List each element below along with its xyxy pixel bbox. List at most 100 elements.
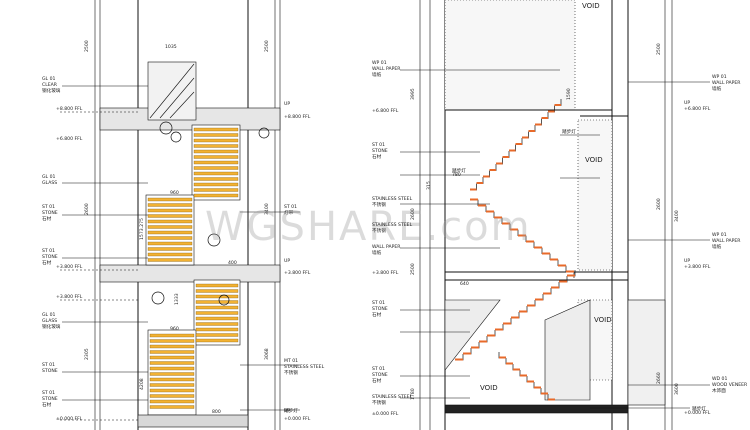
up-mark: UP bbox=[284, 408, 290, 414]
callout-cn: 墙纸 bbox=[372, 71, 382, 78]
stair-tread bbox=[147, 208, 193, 213]
level-mark: +8.800 FFL bbox=[284, 114, 311, 120]
callout-cn: 不锈钢 bbox=[372, 201, 386, 208]
level-mark: +6.800 FFL bbox=[372, 108, 399, 114]
callout-en: STONE bbox=[42, 368, 58, 374]
middle-flight-tread bbox=[486, 210, 494, 213]
left-dim-mid-2: 3400 bbox=[264, 203, 270, 215]
stair-tread bbox=[149, 361, 195, 365]
middle-flight-step bbox=[542, 253, 551, 260]
stair-tread bbox=[147, 197, 193, 202]
callout-en: STONE bbox=[372, 306, 388, 312]
middle-flight-step bbox=[558, 265, 567, 272]
upper-flight-tread bbox=[502, 156, 509, 158]
left-dim-low-3: 4208 bbox=[139, 378, 145, 390]
callout-tag: WP 01 bbox=[712, 232, 727, 238]
callout-tag: ST 01 bbox=[42, 390, 55, 396]
callout-cn: 石材 bbox=[42, 259, 52, 266]
left-dim-mid-3: 1573.275 bbox=[139, 218, 145, 240]
middle-flight-tread bbox=[510, 228, 518, 231]
level-mark: +3.800 FFL bbox=[684, 264, 711, 270]
stair-tread bbox=[149, 333, 195, 338]
upper-flight-tread bbox=[528, 130, 535, 132]
stair-tread bbox=[149, 339, 195, 343]
left-dim-small-2: 960 bbox=[170, 190, 179, 196]
level-mark: +3.800 FFL bbox=[56, 294, 83, 300]
callout-tag: ST 01 bbox=[42, 248, 55, 254]
stair-tread bbox=[193, 182, 239, 187]
upper-flight-tread bbox=[541, 117, 548, 119]
callout-cn: 木饰面 bbox=[712, 387, 726, 394]
stair-tread bbox=[193, 193, 239, 198]
upper-flight-tread bbox=[509, 149, 516, 152]
stair-tread bbox=[147, 230, 193, 235]
stair-tread bbox=[193, 160, 239, 165]
right-note: MT 01 bbox=[284, 358, 298, 364]
lower-flight-tread bbox=[519, 310, 527, 313]
stair-tread bbox=[195, 294, 239, 299]
callout-cn: 不锈钢 bbox=[372, 399, 386, 406]
stair-tread bbox=[193, 127, 239, 132]
stair-tread bbox=[147, 252, 193, 257]
callout-cn: 墙纸 bbox=[712, 243, 722, 250]
level-mark: +0.000 FFL bbox=[684, 410, 711, 416]
middle-flight-tread bbox=[518, 234, 526, 237]
base-flight-tread bbox=[499, 356, 506, 359]
callout-en: STAINLESS STEEL bbox=[372, 196, 413, 202]
middle-flight-tread bbox=[470, 198, 478, 201]
dim: 3995 bbox=[410, 88, 416, 100]
upper-flight-tread bbox=[483, 175, 490, 178]
lower-flight-tread bbox=[455, 358, 463, 361]
stair-tread bbox=[193, 149, 239, 154]
level-mark: +0.000 FFL bbox=[284, 416, 311, 422]
upper-flight-tread bbox=[496, 162, 503, 165]
small-dim: 780 bbox=[452, 172, 461, 178]
callout-en: WALL PAPER bbox=[712, 80, 741, 86]
stair-tread bbox=[193, 166, 239, 170]
base-flight-tread bbox=[506, 362, 513, 365]
lamp-label: 踏步灯 bbox=[562, 128, 576, 135]
callout-tag: WD 01 bbox=[712, 376, 727, 382]
right-note: 灯带 bbox=[284, 209, 294, 216]
stair-tread bbox=[195, 333, 239, 337]
callout-tag: ST 01 bbox=[372, 366, 385, 372]
middle-flight-tread bbox=[550, 258, 558, 261]
lower-flight-tread bbox=[495, 328, 503, 331]
callout-en: WOOD VENEER bbox=[712, 382, 748, 388]
lower-flight-tread bbox=[535, 298, 543, 301]
stair-tread bbox=[147, 258, 193, 262]
dim: 2500 bbox=[656, 43, 662, 55]
up-mark: UP bbox=[684, 258, 690, 264]
base-flight-tread bbox=[527, 380, 534, 383]
callout-en: STAINLESS STEEL bbox=[372, 222, 413, 228]
callout-cn: 石材 bbox=[372, 377, 382, 384]
stair-tread bbox=[149, 344, 195, 349]
left-dim-low-4: 1333 bbox=[174, 293, 180, 305]
lower-flight-tread bbox=[567, 274, 575, 277]
stair-tread bbox=[147, 219, 193, 224]
callout-cn: 石材 bbox=[372, 311, 382, 318]
base-flight-tread bbox=[520, 374, 527, 377]
stair-tread bbox=[147, 241, 193, 246]
stair-tread bbox=[147, 214, 193, 218]
stair-tread bbox=[193, 177, 239, 181]
upper-flight-tread bbox=[535, 123, 542, 126]
stair-tread bbox=[193, 155, 239, 159]
stair-tread bbox=[149, 405, 195, 409]
right-note: 不锈钢 bbox=[284, 369, 298, 376]
void-label: VOID bbox=[582, 2, 600, 10]
callout-cn: 墙纸 bbox=[372, 249, 382, 256]
level-mark: +6.800 FFL bbox=[684, 106, 711, 112]
callout-en: WALL PAPER bbox=[712, 238, 741, 244]
stair-tread bbox=[147, 225, 193, 229]
left-section-markers bbox=[151, 121, 270, 306]
left-dim-top-1: 2500 bbox=[84, 40, 90, 52]
callout-tag: GL 01 bbox=[42, 312, 56, 318]
stair-tread bbox=[195, 300, 239, 304]
right-annotations: VOID VOID VOID VOID 3995 2600 2500 1780 … bbox=[372, 2, 748, 417]
stair-tread bbox=[147, 236, 193, 240]
upper-flight-tread bbox=[515, 143, 522, 145]
up-mark: UP bbox=[684, 100, 690, 106]
middle-flight-tread bbox=[494, 216, 502, 219]
middle-flight-tread bbox=[526, 240, 534, 243]
